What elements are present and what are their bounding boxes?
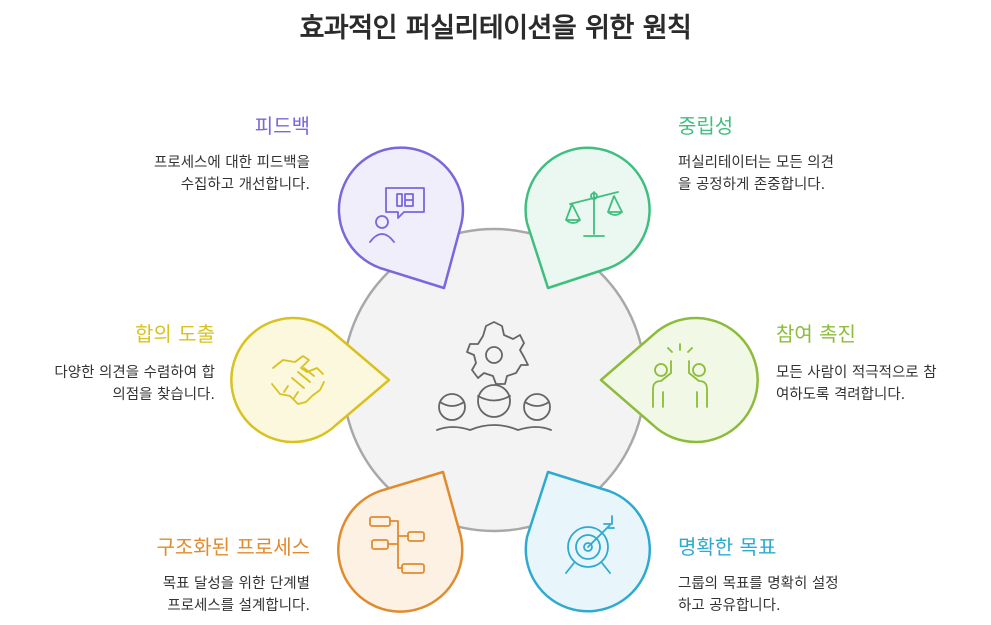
goals-desc-line2: 하고 공유합니다.	[678, 598, 781, 614]
consensus-desc-line2: 의점을 찾습니다.	[112, 387, 215, 403]
structured-process-desc-line1: 목표 달성을 위한 단계별	[162, 576, 310, 592]
goals-node	[524, 470, 652, 613]
neutrality-label: 중립성	[678, 114, 734, 138]
neutrality-node	[524, 146, 651, 290]
feedback-label: 피드백	[254, 114, 310, 138]
handshake-icon	[271, 355, 325, 405]
team-gear-icon	[436, 321, 552, 431]
goals-desc-line1: 그룹의 목표를 명확히 설정	[678, 576, 839, 592]
feedback-desc-line2: 수집하고 개선합니다.	[180, 177, 310, 193]
consensus-desc-line1: 다양한 의견을 수렴하여 합	[54, 365, 215, 381]
feedback-speech-icon	[369, 187, 425, 243]
diagram-title: 효과적인 퍼실리테이션을 위한 원칙	[299, 13, 692, 44]
target-icon	[565, 515, 615, 574]
participation-desc-line2: 여하도록 격려합니다.	[776, 387, 906, 403]
flowchart-icon	[369, 516, 425, 574]
participation-desc-line1: 모든 사람이 적극적으로 참	[776, 365, 937, 381]
structured-process-label: 구조화된 프로세스	[156, 535, 310, 559]
goals-label: 명확한 목표	[678, 535, 777, 559]
high-five-icon	[652, 343, 708, 408]
neutrality-desc-line1: 퍼실리테이터는 모든 의견	[678, 155, 834, 171]
balance-scale-icon	[565, 191, 623, 237]
neutrality-desc-line2: 을 공정하게 존중합니다.	[678, 177, 826, 193]
feedback-desc-line1: 프로세스에 대한 피드백을	[154, 155, 310, 171]
structured-process-node	[337, 470, 464, 613]
participation-label: 참여 촉진	[776, 322, 856, 346]
feedback-node	[337, 146, 465, 290]
structured-process-desc-line2: 프로세스를 설계합니다.	[167, 598, 310, 614]
consensus-label: 합의 도출	[135, 322, 215, 346]
consensus-node	[230, 316, 391, 444]
participation-node	[599, 316, 759, 444]
